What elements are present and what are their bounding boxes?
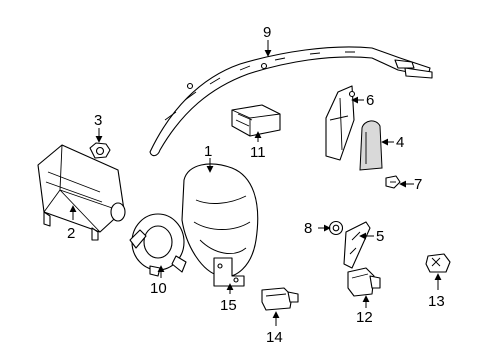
part-7-clip xyxy=(385,175,401,189)
callout-8: 8 xyxy=(304,220,312,237)
part-13-connector xyxy=(425,253,451,273)
part-4-side-airbag xyxy=(359,120,383,171)
callout-12: 12 xyxy=(356,309,373,326)
part-6-pillar-bracket xyxy=(325,85,356,161)
callout-9: 9 xyxy=(263,24,271,41)
part-1-driver-airbag xyxy=(181,163,259,278)
part-15-bracket xyxy=(213,257,245,287)
part-9-curtain-airbag xyxy=(149,46,433,157)
callout-6: 6 xyxy=(366,92,374,109)
callout-11: 11 xyxy=(250,144,266,161)
callout-13: 13 xyxy=(428,293,445,310)
callout-7: 7 xyxy=(414,176,422,193)
callout-4: 4 xyxy=(396,134,404,151)
callout-14: 14 xyxy=(266,329,283,346)
callout-3: 3 xyxy=(94,112,102,129)
part-2-passenger-airbag xyxy=(37,144,126,241)
callout-1: 1 xyxy=(204,143,212,160)
callout-labels: 1 2 3 4 5 6 7 8 9 10 11 12 13 14 15 xyxy=(67,24,445,346)
leader-lines xyxy=(69,40,442,326)
callout-2: 2 xyxy=(67,225,75,242)
part-12-sensor xyxy=(347,267,381,297)
part-3-nut xyxy=(89,142,111,159)
part-11-control-module xyxy=(231,104,281,137)
callout-5: 5 xyxy=(376,228,384,245)
part-5-sensor-bracket xyxy=(343,221,371,269)
callout-10: 10 xyxy=(150,280,167,297)
part-10-clock-spring xyxy=(129,213,187,277)
part-8-grommet xyxy=(328,220,344,236)
part-14-sensor xyxy=(261,287,299,311)
callout-15: 15 xyxy=(220,297,237,314)
